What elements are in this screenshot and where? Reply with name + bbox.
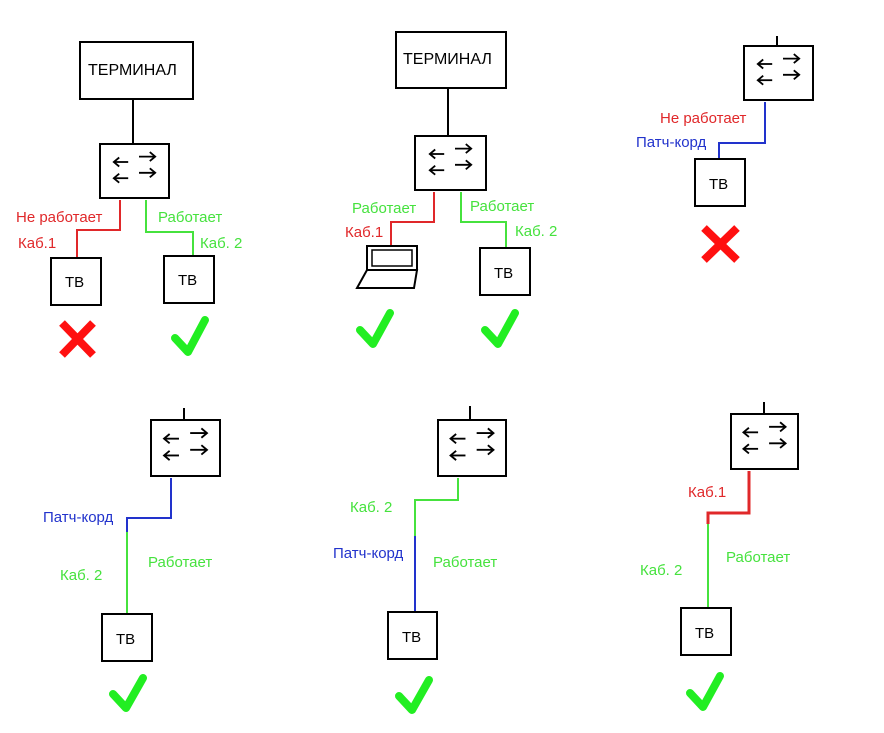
switch-box	[99, 143, 170, 199]
tv-box	[387, 611, 438, 660]
working-label: Работает	[148, 554, 212, 571]
working-label: Работает	[352, 200, 416, 217]
laptop-icon	[355, 245, 419, 289]
check-icon	[395, 676, 433, 714]
working-label: Работает	[726, 549, 790, 566]
tv-box	[479, 247, 531, 296]
switch-box	[730, 413, 799, 470]
scenario-1: ТЕРМИНАЛ Не работает Каб.1 Работает Каб.…	[16, 41, 242, 358]
tv-label: ТВ	[695, 625, 714, 642]
tv-label: ТВ	[494, 265, 513, 282]
tv-box	[163, 255, 215, 304]
scenario-5: Каб. 2 Патч-корд Работает ТВ	[333, 406, 507, 714]
cross-icon	[59, 320, 96, 358]
tv-label: ТВ	[709, 176, 728, 193]
cab1-label: Каб.1	[345, 224, 383, 241]
patch-cord-blue	[126, 478, 172, 532]
cab2-label: Каб. 2	[200, 235, 242, 252]
tv-box	[50, 257, 102, 306]
terminal-label: ТЕРМИНАЛ	[88, 62, 177, 79]
cross-icon	[701, 225, 740, 263]
scenario-6: Каб.1 Работает Каб. 2 ТВ	[640, 402, 799, 711]
cab2-label: Каб. 2	[350, 499, 392, 516]
scenario-3: Не работает Патч-корд ТВ	[636, 36, 814, 263]
cab2-label: Каб. 2	[60, 567, 102, 584]
check-icon	[109, 674, 147, 712]
terminal-label: ТЕРМИНАЛ	[403, 51, 492, 68]
cab2-label: Каб. 2	[515, 223, 557, 240]
tv-label: ТВ	[65, 274, 84, 291]
patch-cord-blue	[718, 102, 766, 159]
switch-box	[437, 419, 507, 477]
cable-1-red	[76, 200, 121, 258]
cable-2-green	[414, 478, 459, 536]
cable-2-green	[460, 192, 507, 248]
tv-label: ТВ	[116, 631, 135, 648]
check-icon	[686, 672, 724, 711]
cable-1-red	[390, 192, 435, 246]
check-icon	[481, 309, 519, 348]
switch-box	[414, 135, 487, 191]
terminal-box	[395, 31, 507, 89]
not-working-label: Не работает	[16, 209, 103, 226]
not-working-label: Не работает	[660, 110, 747, 127]
check-icon	[171, 316, 209, 356]
tv-box	[680, 607, 732, 656]
switch-box	[743, 45, 814, 101]
cab1-label: Каб.1	[688, 484, 726, 501]
cable-2-green	[145, 200, 194, 256]
terminal-box	[79, 41, 194, 100]
scenario-4: Патч-корд Работает Каб. 2 ТВ	[43, 408, 221, 712]
cable-1-red	[706, 471, 751, 524]
tv-box	[694, 158, 746, 207]
switch-box	[150, 419, 221, 477]
patch-label: Патч-корд	[636, 134, 707, 151]
working-label: Работает	[433, 554, 497, 571]
working-label: Работает	[158, 209, 222, 226]
patch-label: Патч-корд	[43, 509, 114, 526]
cab2-label: Каб. 2	[640, 562, 682, 579]
tv-box	[101, 613, 153, 662]
cab1-label: Каб.1	[18, 235, 56, 252]
check-icon	[356, 309, 394, 348]
tv-label: ТВ	[178, 272, 197, 289]
scenario-2: ТЕРМИНАЛ Работает Каб.1 Работает Каб. 2 …	[345, 31, 557, 348]
working-label: Работает	[470, 198, 534, 215]
tv-label: ТВ	[402, 629, 421, 646]
patch-label: Патч-корд	[333, 545, 404, 562]
